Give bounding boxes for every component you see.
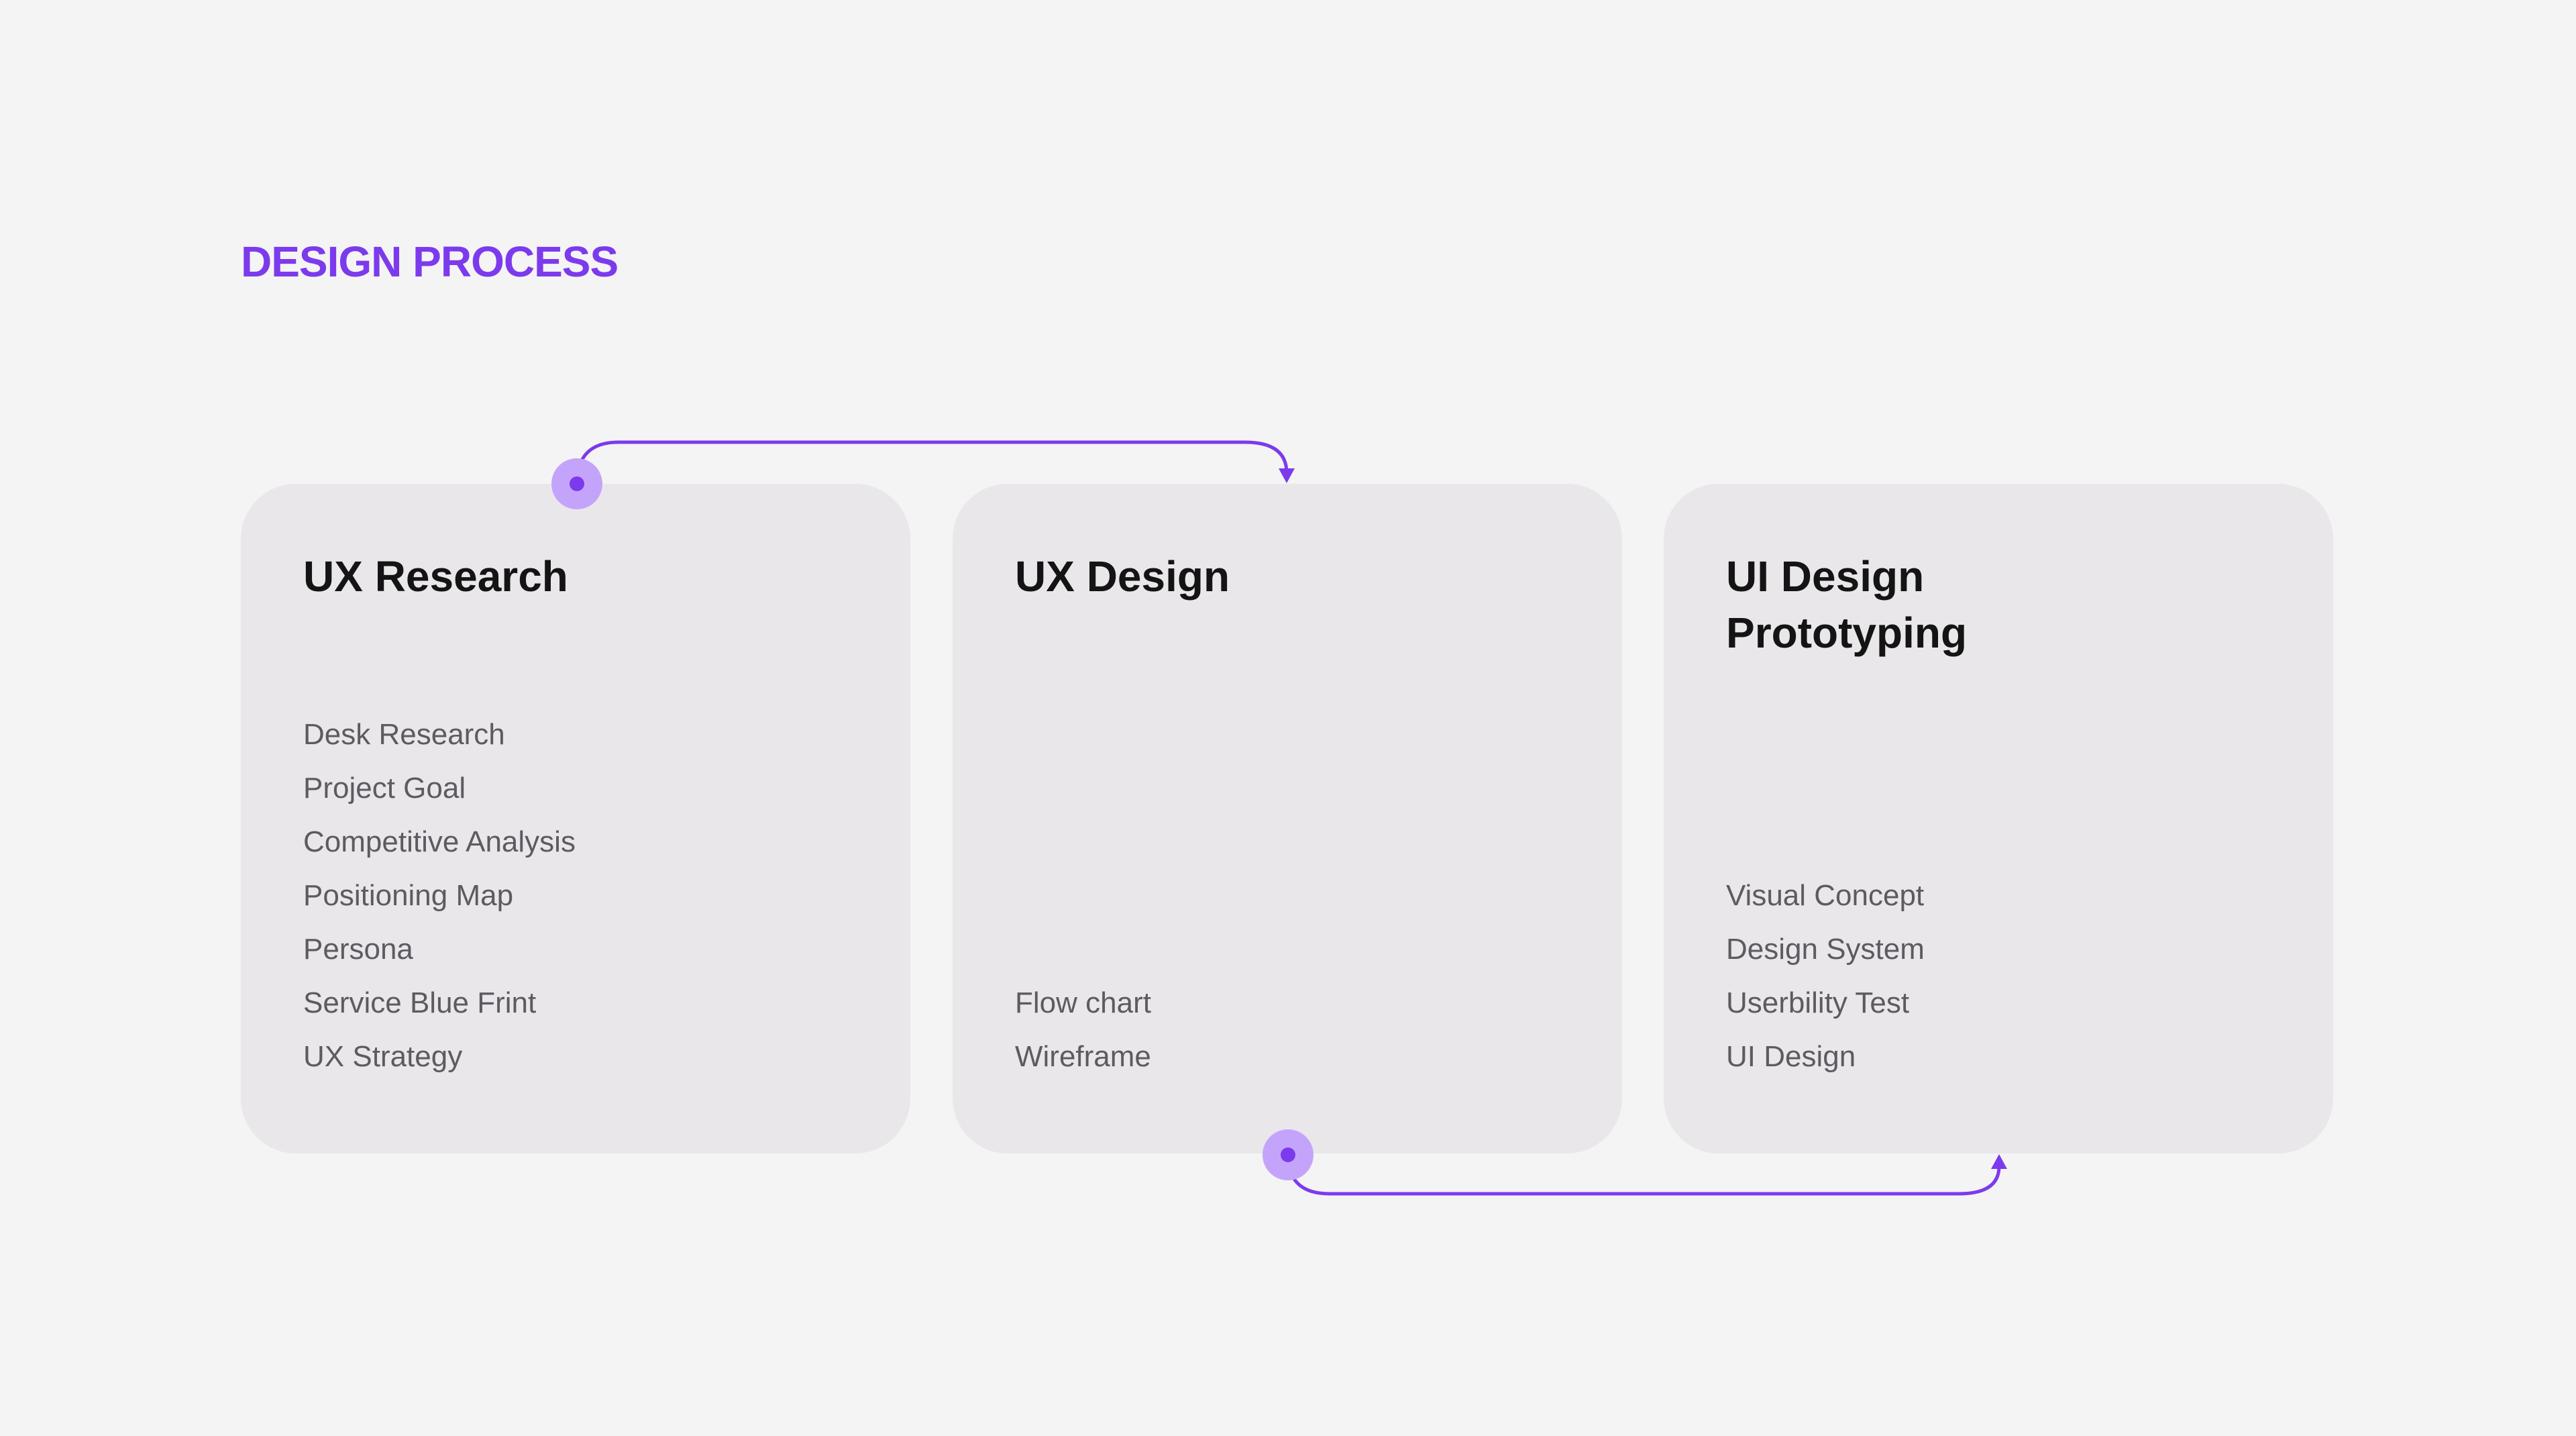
arrow-head-icon: [1991, 1154, 2007, 1169]
list-item: Userbility Test: [1726, 986, 1910, 1019]
list-item: Flow chart: [1015, 986, 1151, 1019]
card-title: UX Design: [1015, 552, 1230, 601]
card-title-line: UI Design: [1726, 552, 1925, 601]
process-card-ux-design: UX Design Flow chart Wireframe: [953, 484, 1622, 1153]
list-item: Service Blue Frint: [303, 986, 537, 1019]
process-card-ux-research: UX Research Desk Research Project Goal C…: [241, 484, 910, 1153]
process-card-ui-design-prototyping: UI Design Prototyping Visual Concept Des…: [1664, 484, 2333, 1153]
card-title: UI Design Prototyping: [1726, 548, 2276, 661]
task-list: Flow chart Wireframe: [1015, 976, 1151, 1084]
list-item: UX Strategy: [303, 1040, 463, 1073]
list-item: Visual Concept: [1726, 879, 1925, 912]
page-title: DESIGN PROCESS: [241, 238, 619, 286]
card-title: UX Research: [303, 552, 568, 601]
list-item: Competitive Analysis: [303, 825, 576, 858]
connector-line-bottom: [1286, 1154, 2001, 1196]
list-item: Desk Research: [303, 718, 505, 751]
list-item: Positioning Map: [303, 879, 514, 912]
task-list: Desk Research Project Goal Competitive A…: [303, 708, 576, 1084]
card-title-line: Prototyping: [1726, 609, 1968, 657]
list-item: UI Design: [1726, 1040, 1856, 1073]
arrow-head-icon: [1279, 468, 1295, 483]
list-item: Project Goal: [303, 772, 466, 805]
list-item: Design System: [1726, 933, 1925, 966]
list-item: Wireframe: [1015, 1040, 1151, 1073]
connector-line-top: [575, 440, 1289, 484]
list-item: Persona: [303, 933, 413, 966]
task-list: Visual Concept Design System Userbility …: [1726, 869, 1925, 1084]
